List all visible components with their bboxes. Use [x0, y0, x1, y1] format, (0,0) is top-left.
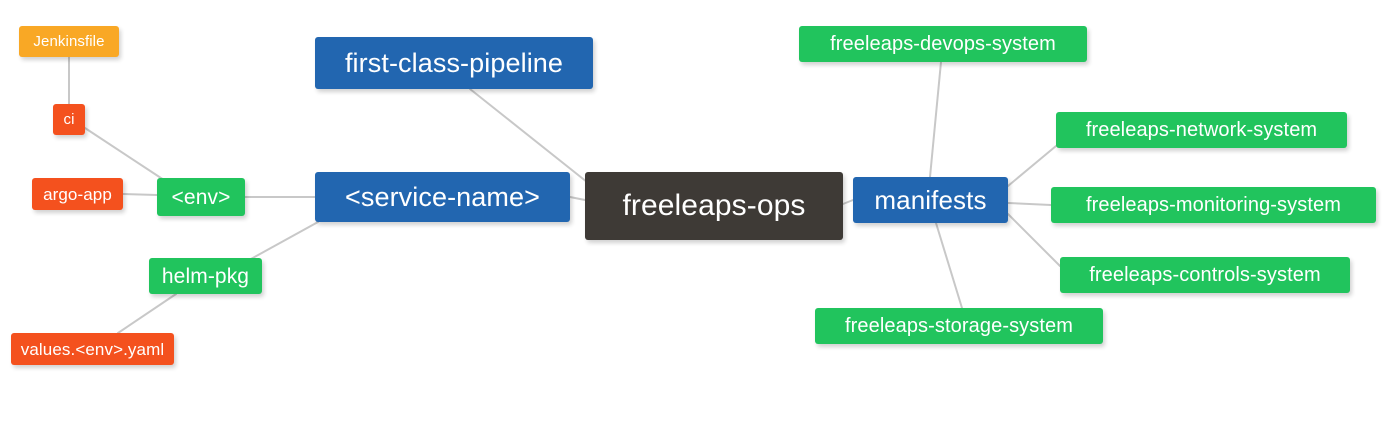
node-first-class-pipeline[interactable]: first-class-pipeline	[315, 37, 593, 89]
edge-manifests-to-freeleaps-storage-system	[935, 222, 963, 309]
node-manifests[interactable]: manifests	[853, 177, 1008, 223]
node-freeleaps-storage-system[interactable]: freeleaps-storage-system	[815, 308, 1103, 344]
node-freeleaps-ops[interactable]: freeleaps-ops	[585, 172, 843, 240]
edge-manifests-to-freeleaps-monitoring-system	[1007, 202, 1052, 206]
node-values-env-yaml[interactable]: values.<env>.yaml	[11, 333, 174, 365]
node-ci[interactable]: ci	[53, 104, 85, 135]
node-freeleaps-network-system[interactable]: freeleaps-network-system	[1056, 112, 1347, 148]
edge-helm-pkg-to-values-env-yaml	[117, 293, 177, 334]
node-service-name[interactable]: <service-name>	[315, 172, 570, 222]
edge-manifests-to-freeleaps-devops-system	[929, 61, 942, 178]
edge-freeleaps-ops-to-service-name	[569, 196, 586, 201]
edge-env-to-ci	[84, 127, 165, 181]
edge-freeleaps-ops-to-manifests	[842, 199, 854, 205]
node-freeleaps-monitoring-system[interactable]: freeleaps-monitoring-system	[1051, 187, 1376, 223]
edge-env-to-argo-app	[122, 193, 158, 196]
edge-manifests-to-freeleaps-network-system	[1007, 145, 1057, 187]
node-jenkinsfile[interactable]: Jenkinsfile	[19, 26, 119, 57]
node-freeleaps-devops-system[interactable]: freeleaps-devops-system	[799, 26, 1087, 62]
node-helm-pkg[interactable]: helm-pkg	[149, 258, 262, 294]
node-freeleaps-controls-system[interactable]: freeleaps-controls-system	[1060, 257, 1350, 293]
node-env[interactable]: <env>	[157, 178, 245, 216]
node-argo-app[interactable]: argo-app	[32, 178, 123, 210]
